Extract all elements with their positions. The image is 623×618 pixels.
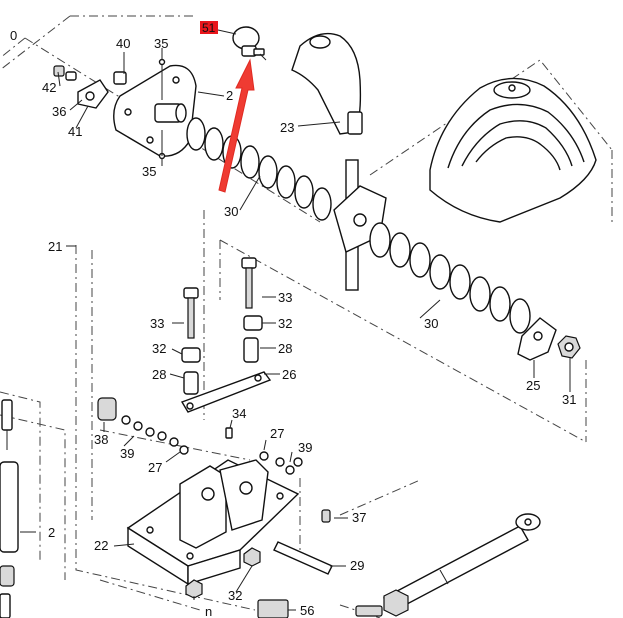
label-36: 36 (52, 104, 66, 119)
gas-spring (355, 513, 541, 617)
label-31: 31 (562, 392, 576, 407)
label-30-upper: 30 (224, 204, 238, 219)
label-27-right: 27 (270, 426, 284, 441)
rubber-boot (429, 77, 597, 223)
label-33-left: 33 (150, 316, 164, 331)
highlight-badge (200, 21, 218, 34)
spring-washers-left (97, 397, 189, 455)
washer-stack-upper (186, 117, 332, 221)
label-32-left: 32 (152, 341, 166, 356)
label-37: 37 (352, 510, 366, 525)
lever-handle (291, 32, 363, 135)
bracket-and-nut (517, 317, 581, 361)
left-shaft (0, 399, 19, 618)
label-26: 26 (282, 367, 296, 382)
label-39-left: 39 (120, 446, 134, 461)
label-33-right: 33 (278, 290, 292, 305)
label-25: 25 (526, 378, 540, 393)
label-56: 56 (300, 603, 314, 618)
label-0: 0 (10, 28, 17, 43)
label-22: 22 (94, 538, 108, 553)
label-42: 42 (42, 80, 56, 95)
label-34: 34 (232, 406, 246, 421)
knob-part (232, 26, 267, 61)
highlight-annotation (200, 21, 255, 193)
bolt-stack-right (241, 257, 263, 363)
spring-washers-right (225, 427, 303, 475)
label-29: 29 (350, 558, 364, 573)
label-30-lower: 30 (424, 316, 438, 331)
label-41: 41 (68, 124, 82, 139)
link-plate (180, 371, 272, 413)
label-28-left: 28 (152, 367, 166, 382)
leader-lines (20, 29, 571, 611)
label-27-left: 27 (148, 460, 162, 475)
label-35-bottom: 35 (142, 164, 156, 179)
washer-stack-lower (369, 222, 531, 334)
label-32-bottom: 32 (228, 588, 242, 603)
label-23: 23 (280, 120, 294, 135)
highlight-arrow (218, 58, 255, 193)
base-housing (126, 459, 300, 586)
label-35-top: 35 (154, 36, 168, 51)
label-2-left: 2 (48, 525, 55, 540)
side-bracket (53, 58, 197, 160)
label-38: 38 (94, 432, 108, 447)
bolt-stack-left (181, 287, 201, 395)
label-21: 21 (48, 239, 62, 254)
label-51: 51 (202, 21, 216, 35)
label-32-right: 32 (278, 316, 292, 331)
label-39-right: 39 (298, 440, 312, 455)
label-40: 40 (116, 36, 130, 51)
label-2-top: 2 (226, 88, 233, 103)
pin-and-screw (273, 509, 333, 575)
bottom-nuts (185, 547, 261, 599)
label-28-right: 28 (278, 341, 292, 356)
callout-labels: 0 40 35 51 2 42 36 41 35 23 30 21 33 33 … (10, 21, 576, 618)
label-n: n (205, 604, 212, 618)
connector-part (257, 599, 289, 618)
